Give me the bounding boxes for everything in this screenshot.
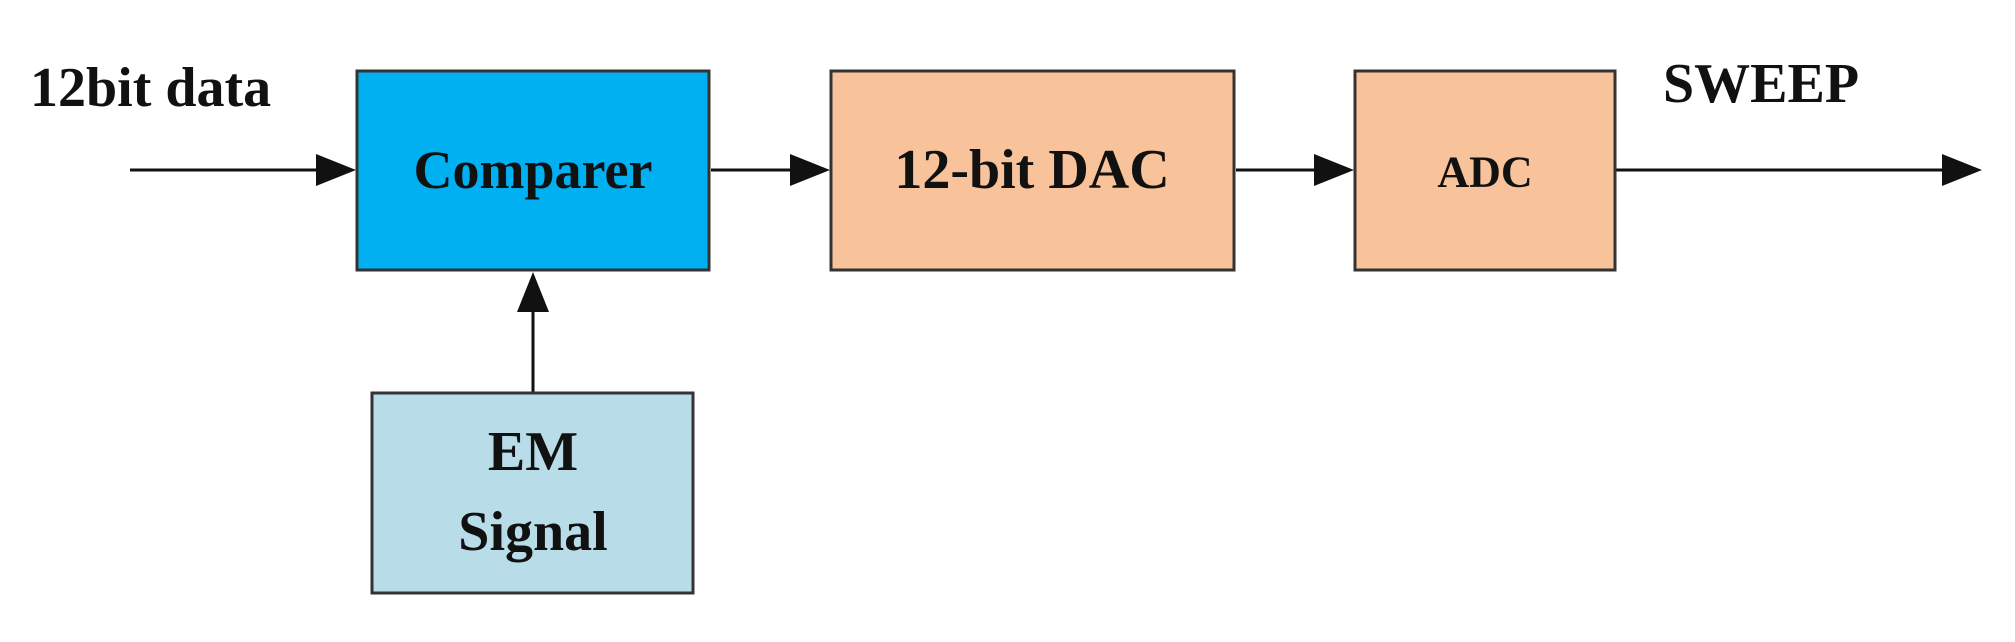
comparer-label: Comparer [414,140,653,200]
em-signal-box [370,391,695,595]
dac-block: 12-bit DAC [829,69,1236,272]
comparer-box [355,69,711,272]
comparer-to-dac-arrowhead [790,154,830,186]
input-arrowhead [316,154,356,186]
dac-box [829,69,1236,272]
adc-label: ADC [1437,148,1532,197]
adc-box [1353,69,1617,272]
em-to-comparer-arrowhead [517,272,549,312]
comparer-block: Comparer [355,69,711,272]
input-label: 12bit data [30,57,271,119]
adc-block: ADC [1353,69,1617,272]
output-arrowhead [1942,154,1982,186]
connectors [130,154,1982,392]
em-signal-label-line1: EM [488,421,578,483]
dac-label: 12-bit DAC [894,139,1169,201]
em-signal-label-line2: Signal [458,501,607,563]
output-label: SWEEP [1663,53,1859,115]
em-signal-block: EM Signal [370,391,695,595]
dac-to-adc-arrowhead [1314,154,1354,186]
